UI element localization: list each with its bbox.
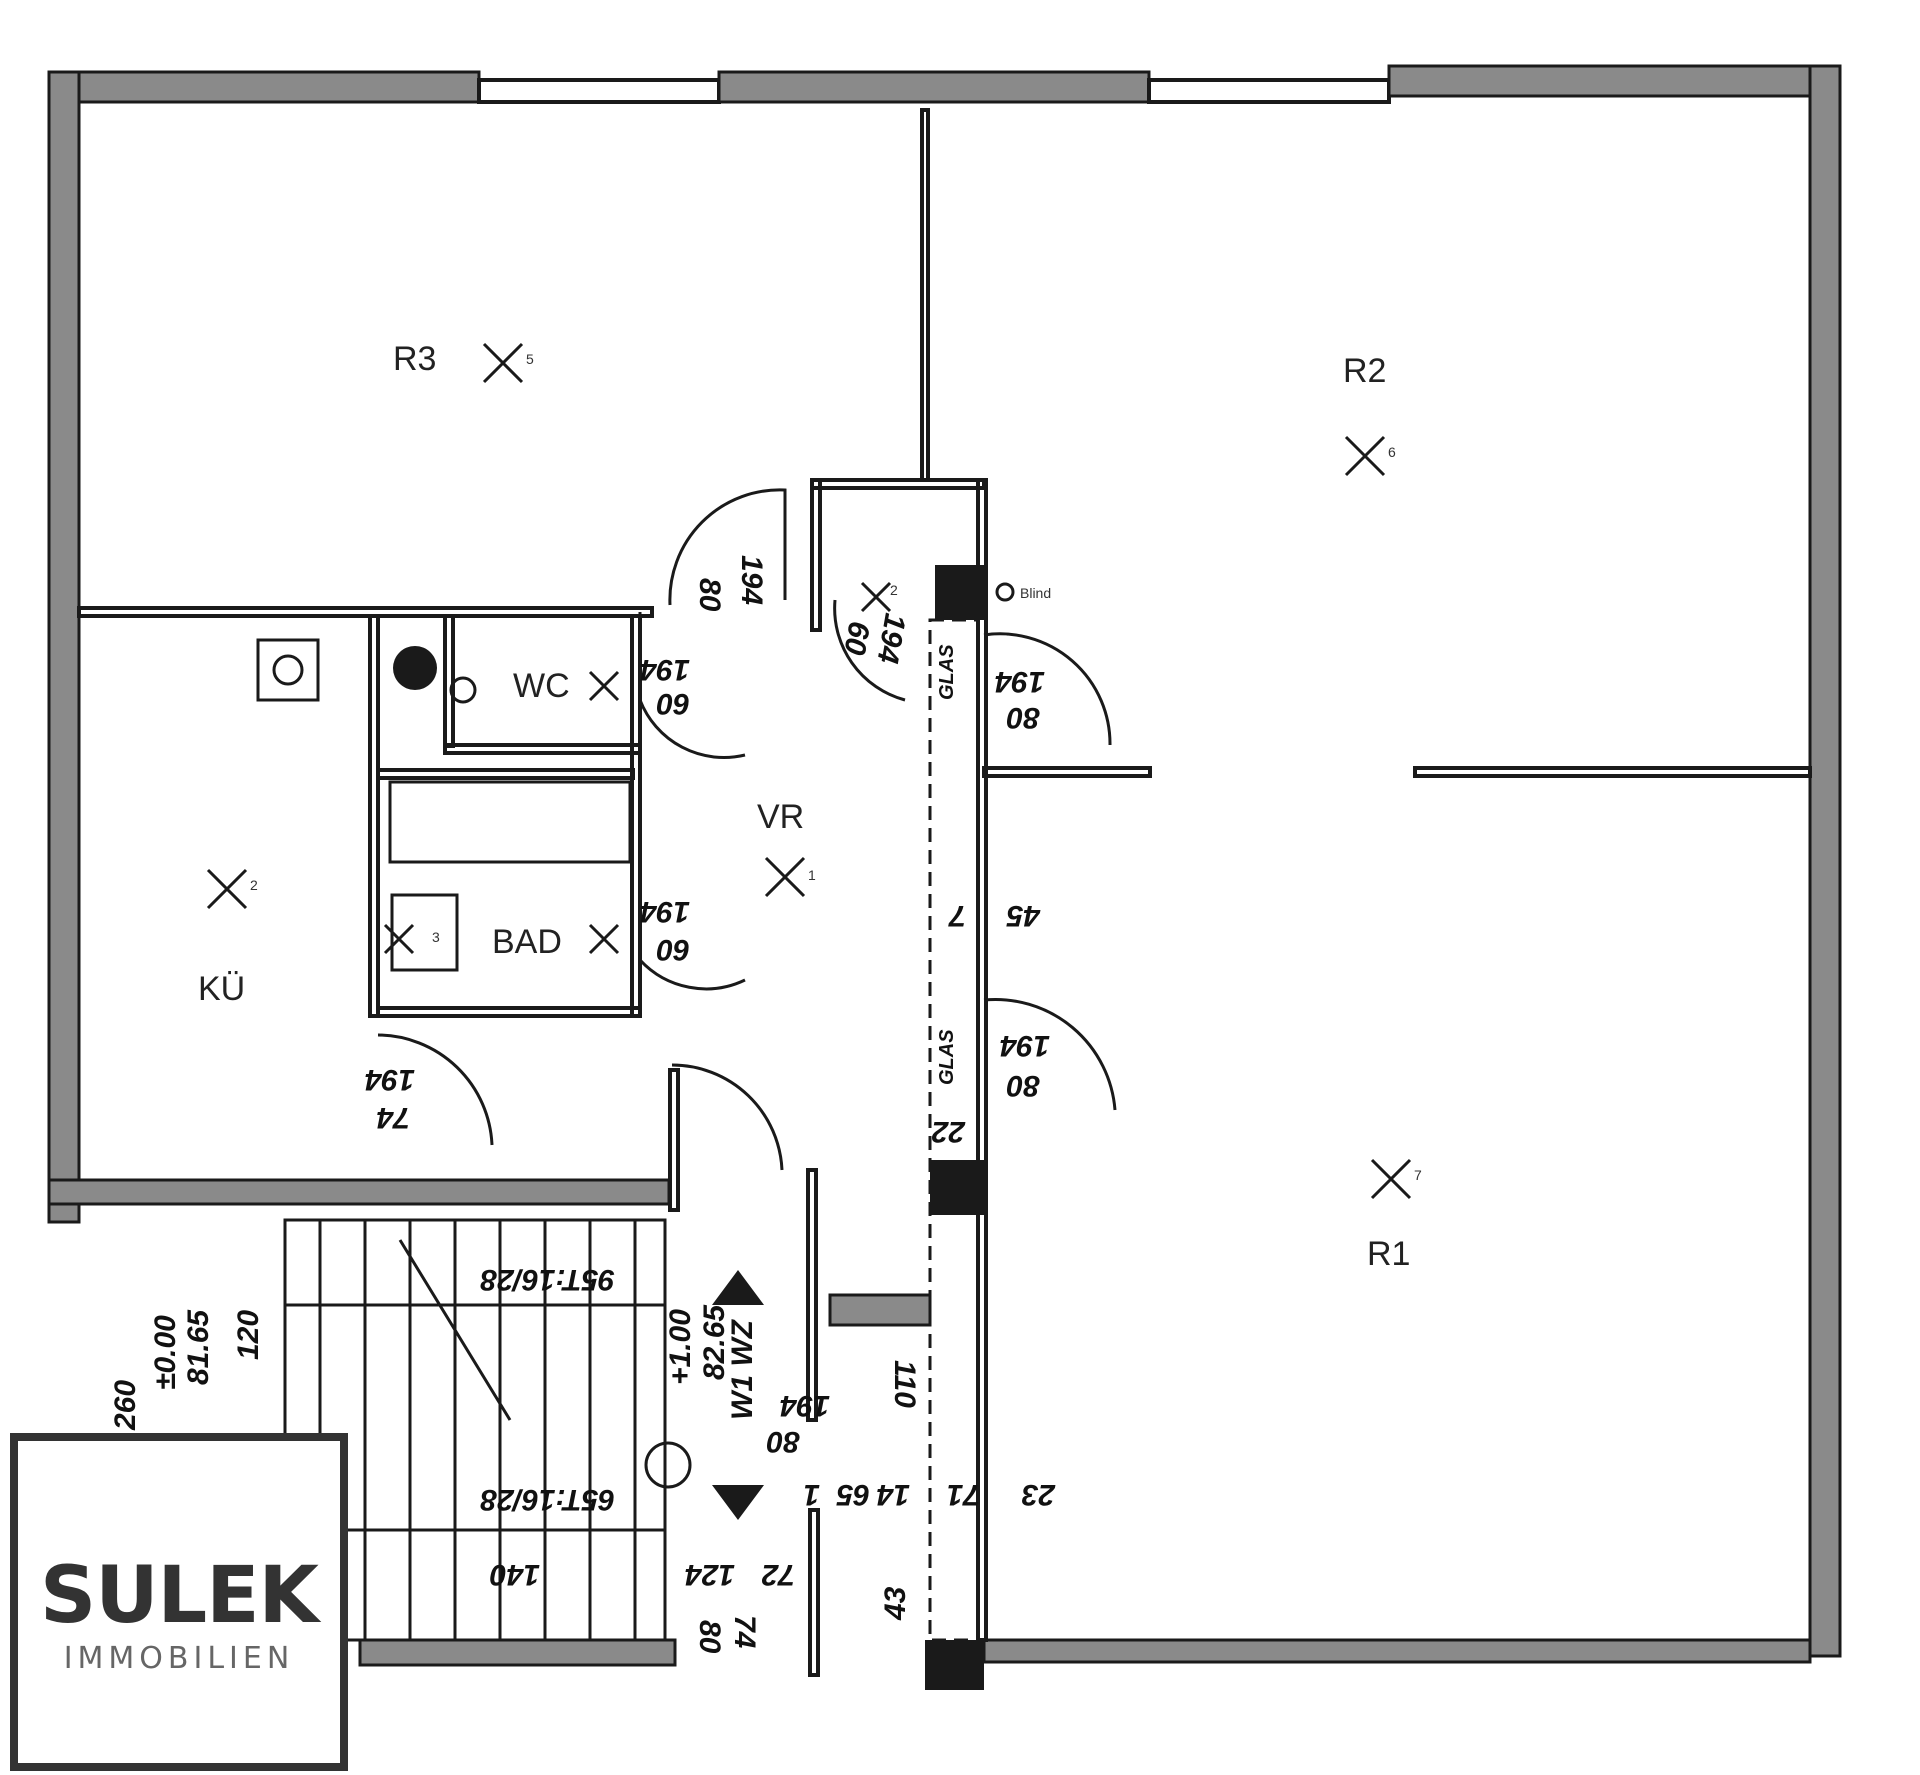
interior-walls [47, 108, 1812, 1677]
fixture-number-r2: 6 [1388, 444, 1396, 460]
dim-label: 194 [640, 895, 690, 928]
dim-label: 120 [232, 1310, 265, 1360]
light-markers [206, 342, 1412, 1200]
room-label-r3: R3 [393, 340, 436, 378]
exterior-walls [47, 64, 1842, 1690]
dim-label: GLAS [936, 1029, 958, 1085]
door-swings [377, 488, 1117, 1171]
dim-label: 194 [365, 1063, 415, 1096]
fixture-number-kitchen: 2 [250, 877, 258, 893]
dim-label: 22 [931, 1115, 966, 1148]
dim-label: 60 [837, 619, 875, 658]
blind-label: Blind [1020, 585, 1051, 601]
dim-label: 140 [490, 1558, 540, 1591]
room-label-wc: WC [513, 667, 570, 705]
dim-label: +1.00 [664, 1309, 697, 1385]
dim-label: 194 [870, 611, 911, 666]
dimension-annotations: 80 194 194 60 194 60 60 194 194 80 GLAS … [109, 555, 1056, 1654]
dim-label: 194 [1000, 1029, 1050, 1062]
dim-label: 110 [888, 1360, 921, 1408]
dim-label: 43 [879, 1586, 912, 1621]
dim-label: 71 [947, 1478, 980, 1511]
dim-label: 81.65 [182, 1309, 215, 1385]
dim-label: 80 [693, 578, 726, 612]
dim-label: 194 [780, 1389, 830, 1422]
dim-label: 23 [1021, 1478, 1056, 1511]
dim-label: 194 [640, 653, 690, 686]
dim-label: 60 [656, 687, 690, 720]
room-label-r2: R2 [1343, 352, 1386, 390]
dim-label: 74 [376, 1101, 410, 1134]
room-label-bath: BAD [492, 923, 562, 961]
fixture-number-r3: 5 [526, 351, 534, 367]
dim-label: 124 [685, 1558, 735, 1591]
dim-label: 95T:16/28 [480, 1263, 615, 1296]
dim-label: 80 [766, 1425, 800, 1458]
logo-subtitle: IMMOBILIEN [63, 1641, 295, 1676]
dim-label: 1 [803, 1478, 820, 1511]
fixture-number-bath: 3 [432, 929, 440, 945]
fixture-number-r1: 7 [1414, 1167, 1422, 1183]
dim-label: 82.65 [698, 1304, 731, 1380]
dim-label: 60 [656, 933, 690, 966]
dim-label: 7 [948, 899, 966, 932]
room-label-hall: VR [757, 798, 804, 836]
fixture-number-hall: 1 [808, 867, 816, 883]
fixture-number-closet: 2 [890, 582, 898, 598]
staircase [283, 1218, 764, 1642]
dim-label: W1 WZ [726, 1318, 759, 1420]
dim-label: 65T:16/28 [480, 1483, 615, 1516]
dim-label: 72 [761, 1558, 795, 1591]
fixtures [256, 638, 632, 972]
company-logo: SULEK IMMOBILIEN [10, 1433, 348, 1771]
dim-label: 80 [693, 1620, 726, 1654]
dim-label: 194 [995, 665, 1045, 698]
dim-label: 260 [109, 1380, 142, 1431]
dim-label: 45 [1005, 899, 1041, 932]
room-label-r1: R1 [1367, 1235, 1410, 1273]
dim-label: 65 [835, 1478, 870, 1511]
dim-label: ±0.00 [149, 1315, 182, 1390]
dim-label: 80 [1006, 1069, 1040, 1102]
dim-label: 80 [1006, 701, 1040, 734]
logo-name: SULEK [40, 1551, 319, 1641]
dim-label: 14 [876, 1478, 910, 1511]
dim-label: GLAS [936, 644, 958, 700]
dim-label: 194 [735, 555, 768, 605]
room-label-kitchen: KÜ [198, 970, 245, 1008]
dim-label: 74 [728, 1615, 761, 1649]
